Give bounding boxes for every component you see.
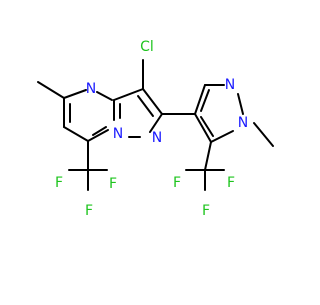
bond: [200, 89, 210, 112]
bond: [149, 113, 163, 133]
bond: [200, 116, 214, 137]
bond: [137, 95, 154, 117]
atom-f: F: [202, 203, 210, 219]
bond: [142, 88, 163, 115]
atom-n-pyrazole-top: N: [225, 77, 235, 93]
bond: [253, 122, 274, 147]
bond: [237, 93, 244, 115]
bond: [113, 88, 144, 101]
atom-f: F: [227, 175, 235, 191]
atom-label-layer: Cl N N N N N F F F F F F: [55, 39, 248, 219]
bond: [87, 129, 109, 142]
atom-f: F: [109, 176, 117, 192]
atom-n-methyl: N: [238, 115, 248, 131]
bond-layer: [37, 59, 274, 191]
bond: [204, 141, 212, 171]
bond: [37, 81, 65, 99]
atom-cl: Cl: [140, 39, 154, 55]
bond: [210, 130, 234, 143]
atom-n-bridge: N: [113, 126, 123, 142]
atom-f: F: [85, 203, 93, 219]
bond: [194, 84, 206, 115]
bond: [96, 91, 113, 101]
bond: [63, 89, 87, 99]
bond: [194, 113, 212, 143]
structure-canvas: Cl N N N N N F F F F F F: [37, 39, 274, 219]
atom-n-pyrazole: N: [152, 130, 162, 146]
atom-f: F: [55, 175, 63, 191]
molecule-diagram: Cl N N N N N F F F F F F: [37, 39, 274, 219]
bond: [92, 126, 107, 136]
bond: [63, 126, 89, 142]
atom-n-ring-top: N: [86, 81, 96, 97]
atom-f: F: [173, 175, 181, 191]
